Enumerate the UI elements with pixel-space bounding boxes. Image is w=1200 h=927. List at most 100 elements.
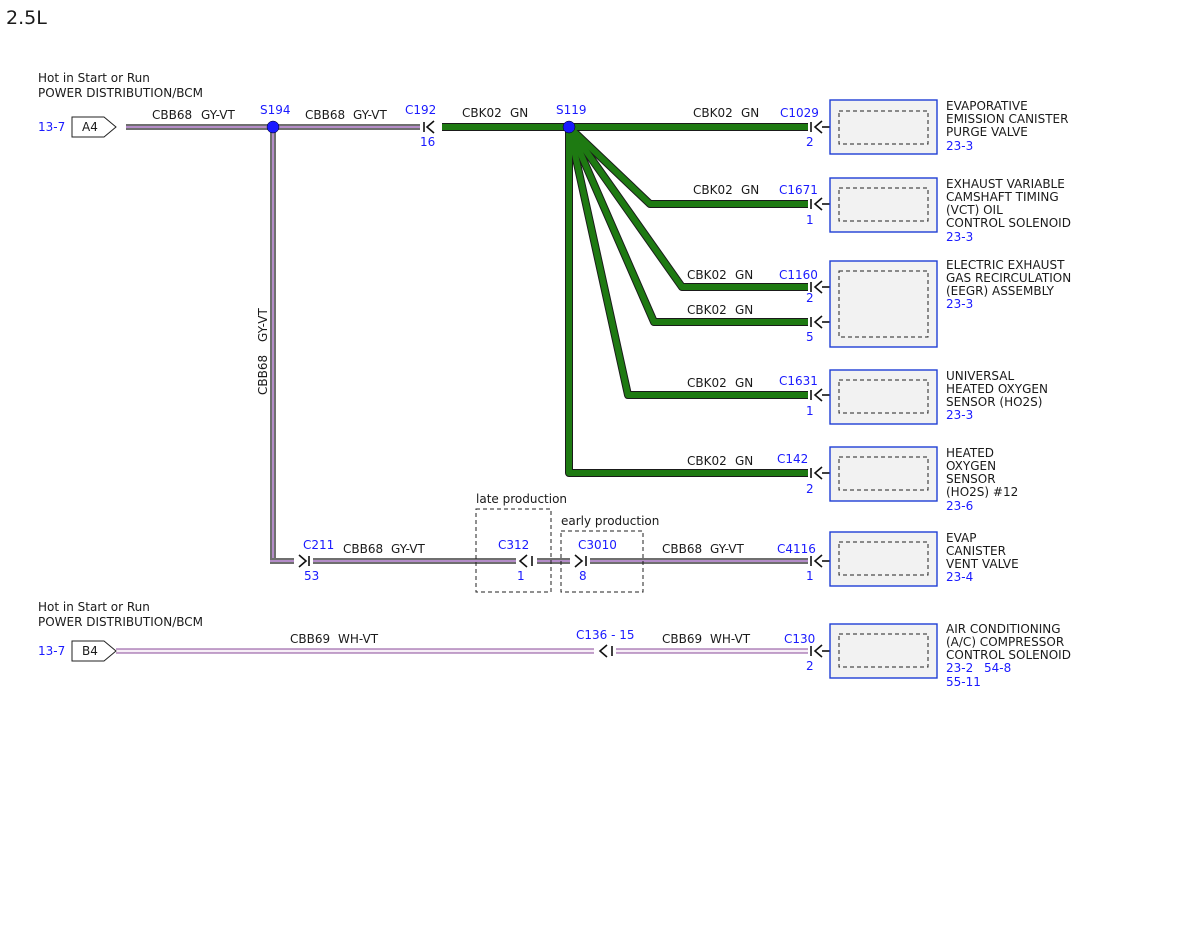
component-label-line: EVAPORATIVE bbox=[946, 99, 1028, 113]
wire-label-gn: GN bbox=[741, 183, 759, 197]
wire-label-gyvt: GY-VT bbox=[710, 542, 744, 556]
wire-label-gyvt-vertical: GY-VT bbox=[256, 308, 270, 342]
component-label-line: PURGE VALVE bbox=[946, 125, 1028, 139]
connector-symbols bbox=[298, 120, 830, 658]
connector-c211-name: C211 bbox=[303, 538, 334, 552]
component-label-line: (EEGR) ASSEMBLY bbox=[946, 284, 1055, 298]
splice-s194-label: S194 bbox=[260, 103, 291, 117]
component-label-line: GAS RECIRCULATION bbox=[946, 271, 1071, 285]
connector-c1029-pin: 2 bbox=[806, 135, 814, 149]
connector-c130-name: C130 bbox=[784, 632, 815, 646]
page-title: 2.5L bbox=[6, 7, 47, 29]
component-label-line: AIR CONDITIONING bbox=[946, 622, 1061, 636]
component-evap-purge-valve: EVAPORATIVE EMISSION CANISTER PURGE VALV… bbox=[829, 99, 1068, 155]
connector-c1631-pin: 1 bbox=[806, 404, 814, 418]
component-label-line: UNIVERSAL bbox=[946, 369, 1014, 383]
early-production-box bbox=[560, 530, 644, 593]
component-label-line: EVAP bbox=[946, 531, 976, 545]
component-evap-vent-valve: EVAP CANISTER VENT VALVE 23-4 bbox=[829, 531, 1019, 587]
component-label-line: ELECTRIC EXHAUST bbox=[946, 258, 1065, 272]
connector-c3010-pin: 8 bbox=[579, 569, 587, 583]
wire-label-gyvt: GY-VT bbox=[201, 108, 235, 122]
late-production-box bbox=[475, 508, 552, 593]
component-ref: 23-2 bbox=[946, 661, 973, 675]
connector-c1160-pin-b: 5 bbox=[806, 330, 814, 344]
source-a4-tag: A4 bbox=[82, 120, 98, 134]
component-label-line: VENT VALVE bbox=[946, 557, 1019, 571]
component-ref-2: 54-8 bbox=[984, 661, 1011, 675]
wire-label-cbb68: CBB68 bbox=[343, 542, 383, 556]
wire-label-gyvt: GY-VT bbox=[391, 542, 425, 556]
wire-label-cbb68: CBB68 bbox=[152, 108, 192, 122]
component-ref: 23-4 bbox=[946, 570, 973, 584]
component-ref-3: 55-11 bbox=[946, 675, 981, 689]
component-label-line: CANISTER bbox=[946, 544, 1006, 558]
wire-label-cbk02: CBK02 bbox=[687, 376, 727, 390]
wire-label-cbk02: CBK02 bbox=[687, 454, 727, 468]
connector-c192-name: C192 bbox=[405, 103, 436, 117]
source-b4-line2: POWER DISTRIBUTION/BCM bbox=[38, 615, 203, 629]
source-b4: Hot in Start or Run POWER DISTRIBUTION/B… bbox=[38, 600, 203, 662]
splice-s194-dot bbox=[266, 120, 280, 134]
component-ref: 23-3 bbox=[946, 297, 973, 311]
source-a4-ref: 13-7 bbox=[38, 120, 65, 134]
component-label-line: OXYGEN bbox=[946, 459, 996, 473]
connector-c130-pin: 2 bbox=[806, 659, 814, 673]
component-label-line: HEATED bbox=[946, 446, 994, 460]
component-ref: 23-3 bbox=[946, 139, 973, 153]
splice-s119-label: S119 bbox=[556, 103, 587, 117]
source-a4-line1: Hot in Start or Run bbox=[38, 71, 150, 85]
wire-label-cbb69: CBB69 bbox=[662, 632, 702, 646]
component-ref: 23-3 bbox=[946, 230, 973, 244]
wire-label-cbb68: CBB68 bbox=[305, 108, 345, 122]
connector-c1160-name: C1160 bbox=[779, 268, 818, 282]
source-b4-line1: Hot in Start or Run bbox=[38, 600, 150, 614]
component-label-line: HEATED OXYGEN bbox=[946, 382, 1048, 396]
component-label-line: SENSOR bbox=[946, 472, 996, 486]
connector-c1029-name: C1029 bbox=[780, 106, 819, 120]
source-a4: Hot in Start or Run POWER DISTRIBUTION/B… bbox=[38, 71, 203, 138]
component-label-line: (VCT) OIL bbox=[946, 203, 1003, 217]
component-label-line: CONTROL SOLENOID bbox=[946, 216, 1071, 230]
wire-label-cbk02: CBK02 bbox=[462, 106, 502, 120]
source-b4-tag-shape bbox=[71, 640, 117, 662]
wire-label-gyvt: GY-VT bbox=[353, 108, 387, 122]
connector-c142-pin: 2 bbox=[806, 482, 814, 496]
component-label-line: EMISSION CANISTER bbox=[946, 112, 1068, 126]
wire-label-cbk02: CBK02 bbox=[687, 303, 727, 317]
component-label-line: CONTROL SOLENOID bbox=[946, 648, 1071, 662]
wire-label-whvt: WH-VT bbox=[710, 632, 751, 646]
component-vct-oil-control-solenoid: EXHAUST VARIABLE CAMSHAFT TIMING (VCT) O… bbox=[829, 177, 1071, 244]
wire-label-cbb69: CBB69 bbox=[290, 632, 330, 646]
wire-label-gn: GN bbox=[735, 268, 753, 282]
source-b4-tag: B4 bbox=[82, 644, 98, 658]
connector-c4116-name: C4116 bbox=[777, 542, 816, 556]
connector-c192-pin: 16 bbox=[420, 135, 435, 149]
connector-c4116-pin: 1 bbox=[806, 569, 814, 583]
wire-label-gn: GN bbox=[735, 376, 753, 390]
component-label-line: (HO2S) #12 bbox=[946, 485, 1018, 499]
connector-c211-pin: 53 bbox=[304, 569, 319, 583]
wire-label-cbb68: CBB68 bbox=[662, 542, 702, 556]
wire-cbb68-gyvt bbox=[126, 124, 808, 564]
wire-label-cbk02: CBK02 bbox=[693, 183, 733, 197]
early-production-label: early production bbox=[561, 514, 659, 528]
component-ac-compressor-solenoid: AIR CONDITIONING (A/C) COMPRESSOR CONTRO… bbox=[829, 622, 1071, 689]
component-ho2s-12: HEATED OXYGEN SENSOR (HO2S) #12 23-6 bbox=[829, 446, 1018, 513]
component-ref: 23-3 bbox=[946, 408, 973, 422]
connector-c312-pin: 1 bbox=[517, 569, 525, 583]
component-eegr-assembly: ELECTRIC EXHAUST GAS RECIRCULATION (EEGR… bbox=[829, 258, 1071, 348]
connector-c312-name: C312 bbox=[498, 538, 529, 552]
wire-label-cbk02: CBK02 bbox=[687, 268, 727, 282]
wire-cbk02-gn-fill bbox=[442, 124, 808, 476]
wire-label-cbb68-vertical: CBB68 bbox=[256, 355, 270, 395]
component-label-line: CAMSHAFT TIMING bbox=[946, 190, 1059, 204]
wire-label-whvt: WH-VT bbox=[338, 632, 379, 646]
wire-label-cbk02: CBK02 bbox=[693, 106, 733, 120]
source-b4-ref: 13-7 bbox=[38, 644, 65, 658]
component-universal-ho2s: UNIVERSAL HEATED OXYGEN SENSOR (HO2S) 23… bbox=[829, 369, 1048, 425]
connector-c1671-name: C1671 bbox=[779, 183, 818, 197]
wire-label-gn: GN bbox=[735, 303, 753, 317]
connector-c1160-pin-a: 2 bbox=[806, 291, 814, 305]
connector-c142-name: C142 bbox=[777, 452, 808, 466]
